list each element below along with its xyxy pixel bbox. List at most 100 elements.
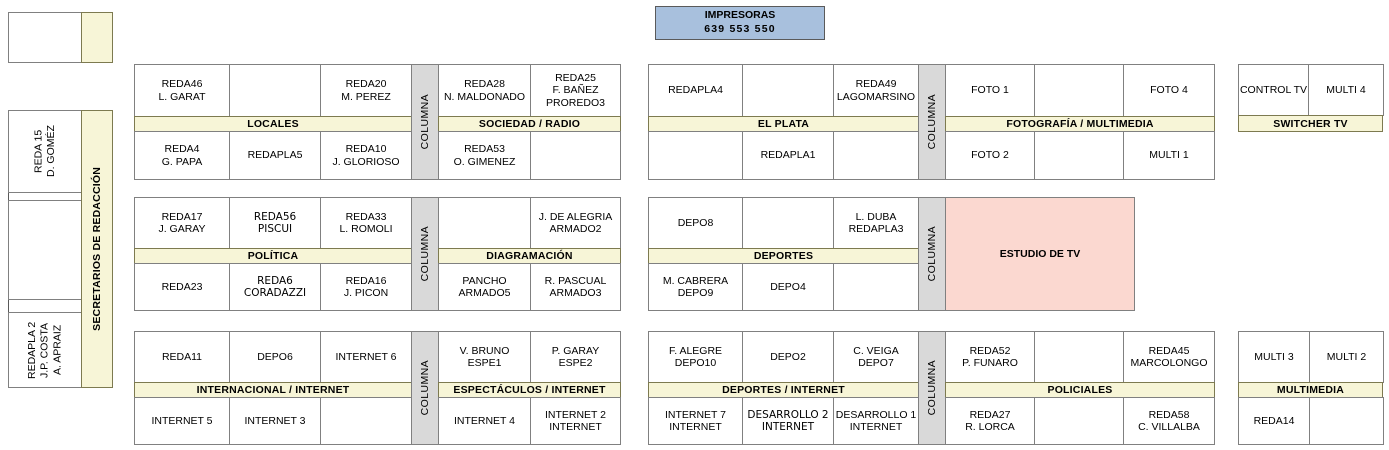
cell-internacional-bottom-0: INTERNET 5 (134, 397, 230, 445)
cell-elplata-bottom-0 (648, 131, 743, 180)
cell-deportesinternet-top-0: F. ALEGRE DEPO10 (648, 331, 743, 383)
cell-deportesinternet-bottom-2: DESARROLLO 1 INTERNET (833, 397, 919, 445)
cell-switcher-top-1: MULTI 4 (1308, 64, 1384, 116)
cell-elplata-bottom-2 (833, 131, 919, 180)
band-deportes: DEPORTES (648, 248, 919, 264)
cell-politica-top-1: REDA56 PISCUI (229, 197, 321, 249)
cell-policiales-top-1 (1034, 331, 1124, 383)
band-deportes-internet: DEPORTES / INTERNET (648, 382, 919, 398)
cell-locales-top-2: REDA20 M. PEREZ (320, 64, 412, 117)
cell-deportesinternet-top-1: DEPO2 (742, 331, 834, 383)
band-internacional-internet: INTERNACIONAL / INTERNET (134, 382, 412, 398)
cell-elplata-top-1 (742, 64, 834, 117)
printers-title: IMPRESORAS (704, 9, 776, 22)
cell-internacional-top-1: DEPO6 (229, 331, 321, 383)
sidebar-cell-reda15: REDA 15 D. GOMÉZ (8, 110, 82, 193)
cell-deportes-top-2: L. DUBA REDAPLA3 (833, 197, 919, 249)
cell-internacional-bottom-2 (320, 397, 412, 445)
cell-deportes-top-1 (742, 197, 834, 249)
cell-espectaculos-top-1: P. GARAY ESPE2 (530, 331, 621, 383)
cell-internacional-top-0: REDA11 (134, 331, 230, 383)
columna-label: COLUMNA (419, 226, 431, 282)
cell-policiales-bottom-0: REDA27 R. LORCA (945, 397, 1035, 445)
cell-diagramacion-bottom-0: PANCHO ARMADO5 (438, 263, 531, 311)
cell-espectaculos-bottom-1: INTERNET 2 INTERNET (530, 397, 621, 445)
cell-espectaculos-bottom-0: INTERNET 4 (438, 397, 531, 445)
cell-politica-bottom-2: REDA16 J. PICON (320, 263, 412, 311)
cell-elplata-top-0: REDAPLA4 (648, 64, 743, 117)
cell-switcher-top-0: CONTROL TV (1238, 64, 1309, 116)
cell-locales-bottom-2: REDA10 J. GLORIOSO (320, 131, 412, 180)
cell-politica-top-0: REDA17 J. GARAY (134, 197, 230, 249)
sidebar-secretarios-box: REDA 15 D. GOMÉZ REDAPLA 2 J.P. COSTA A.… (8, 110, 113, 388)
cell-espectaculos-top-0: V. BRUNO ESPE1 (438, 331, 531, 383)
cell-policiales-bottom-2: REDA58 C. VILLALBA (1123, 397, 1215, 445)
band-switcher-tv: SWITCHER TV (1238, 115, 1383, 132)
cell-multimedia-bottom-0: REDA14 (1238, 397, 1310, 445)
block-deportes-estudio: DEPO8 L. DUBA REDAPLA3 DEPORTES M. CABRE… (648, 197, 1135, 311)
cell-foto-bottom-0: FOTO 2 (945, 131, 1035, 180)
cell-multimedia-top-0: MULTI 3 (1238, 331, 1310, 383)
sidebar-secretarios-band: SECRETARIOS DE REDACCIÓN (81, 110, 113, 388)
band-fotografia-multimedia: FOTOGRAFÍA / MULTIMEDIA (945, 116, 1215, 132)
band-politica: POLÍTICA (134, 248, 412, 264)
cell-diagramacion-top-1: J. DE ALEGRIA ARMADO2 (530, 197, 621, 249)
cell-locales-top-1 (229, 64, 321, 117)
printers-numbers: 639 553 550 (704, 23, 776, 35)
block-switcher-tv: CONTROL TV MULTI 4 SWITCHER TV (1238, 64, 1384, 132)
cell-elplata-bottom-1: REDAPLA1 (742, 131, 834, 180)
cell-politica-bottom-0: REDA23 (134, 263, 230, 311)
columna-label: COLUMNA (926, 94, 938, 150)
cell-foto-top-2: FOTO 4 (1123, 64, 1215, 117)
sidebar-cell-redapla2: REDAPLA 2 J.P. COSTA A. APRAIZ (8, 312, 82, 388)
band-policiales: POLICIALES (945, 382, 1215, 398)
sidebar-top-empty-cell (8, 12, 82, 63)
cell-foto-top-0: FOTO 1 (945, 64, 1035, 117)
columna-deportes-estudio: COLUMNA (918, 197, 946, 311)
block-deportesinternet-policiales: F. ALEGRE DEPO10 DEPO2 C. VEIGA DEPO7 DE… (648, 331, 1215, 445)
block-elplata-fotografia: REDAPLA4 REDA49 LAGOMARSINO EL PLATA RED… (648, 64, 1215, 180)
cell-locales-bottom-0: REDA4 G. PAPA (134, 131, 230, 180)
cell-sociedad-bottom-1 (530, 131, 621, 180)
columna-elplata-fotografia: COLUMNA (918, 64, 946, 180)
cell-sociedad-bottom-0: REDA53 O. GIMENEZ (438, 131, 531, 180)
cell-deportesinternet-bottom-1: DESARROLLO 2 INTERNET (742, 397, 834, 445)
cell-policiales-top-0: REDA52 P. FUNARO (945, 331, 1035, 383)
cell-politica-top-2: REDA33 L. ROMOLI (320, 197, 412, 249)
columna-internacional-espectaculos: COLUMNA (411, 331, 439, 445)
block-politica-diagramacion: REDA17 J. GARAY REDA56 PISCUI REDA33 L. … (134, 197, 621, 311)
cell-sociedad-top-0: REDA28 N. MALDONADO (438, 64, 531, 117)
cell-foto-bottom-1 (1034, 131, 1124, 180)
band-sociedad-radio: SOCIEDAD / RADIO (438, 116, 621, 132)
cell-multimedia-top-1: MULTI 2 (1309, 331, 1384, 383)
band-multimedia: MULTIMEDIA (1238, 382, 1383, 398)
band-locales: LOCALES (134, 116, 412, 132)
sidebar-top-band (81, 12, 113, 63)
cell-policiales-bottom-1 (1034, 397, 1124, 445)
cell-diagramacion-top-0 (438, 197, 531, 249)
printers-box: IMPRESORAS 639 553 550 (655, 6, 825, 40)
sidebar-cell-middle-empty (8, 200, 82, 300)
columna-label: COLUMNA (926, 226, 938, 282)
cell-internacional-top-2: INTERNET 6 (320, 331, 412, 383)
cell-elplata-top-2: REDA49 LAGOMARSINO (833, 64, 919, 117)
cell-deportes-bottom-0: M. CABRERA DEPO9 (648, 263, 743, 311)
cell-foto-top-1 (1034, 64, 1124, 117)
cell-internacional-bottom-1: INTERNET 3 (229, 397, 321, 445)
cell-politica-bottom-1: REDA6 CORADAZZI (229, 263, 321, 311)
band-el-plata: EL PLATA (648, 116, 919, 132)
block-locales-sociedad: REDA46 L. GARAT REDA20 M. PEREZ LOCALES … (134, 64, 621, 180)
cell-policiales-top-2: REDA45 MARCOLONGO (1123, 331, 1215, 383)
cell-locales-bottom-1: REDAPLA5 (229, 131, 321, 180)
block-multimedia: MULTI 3 MULTI 2 MULTIMEDIA REDA14 (1238, 331, 1384, 445)
cell-deportesinternet-bottom-0: INTERNET 7 INTERNET (648, 397, 743, 445)
estudio-de-tv: ESTUDIO DE TV (945, 197, 1135, 311)
columna-label: COLUMNA (419, 360, 431, 416)
cell-sociedad-top-1: REDA25 F. BAÑEZ PROREDO3 (530, 64, 621, 117)
cell-deportes-top-0: DEPO8 (648, 197, 743, 249)
columna-politica-diagramacion: COLUMNA (411, 197, 439, 311)
block-internacional-espectaculos: REDA11 DEPO6 INTERNET 6 INTERNACIONAL / … (134, 331, 621, 445)
cell-foto-bottom-2: MULTI 1 (1123, 131, 1215, 180)
columna-label: COLUMNA (419, 94, 431, 150)
